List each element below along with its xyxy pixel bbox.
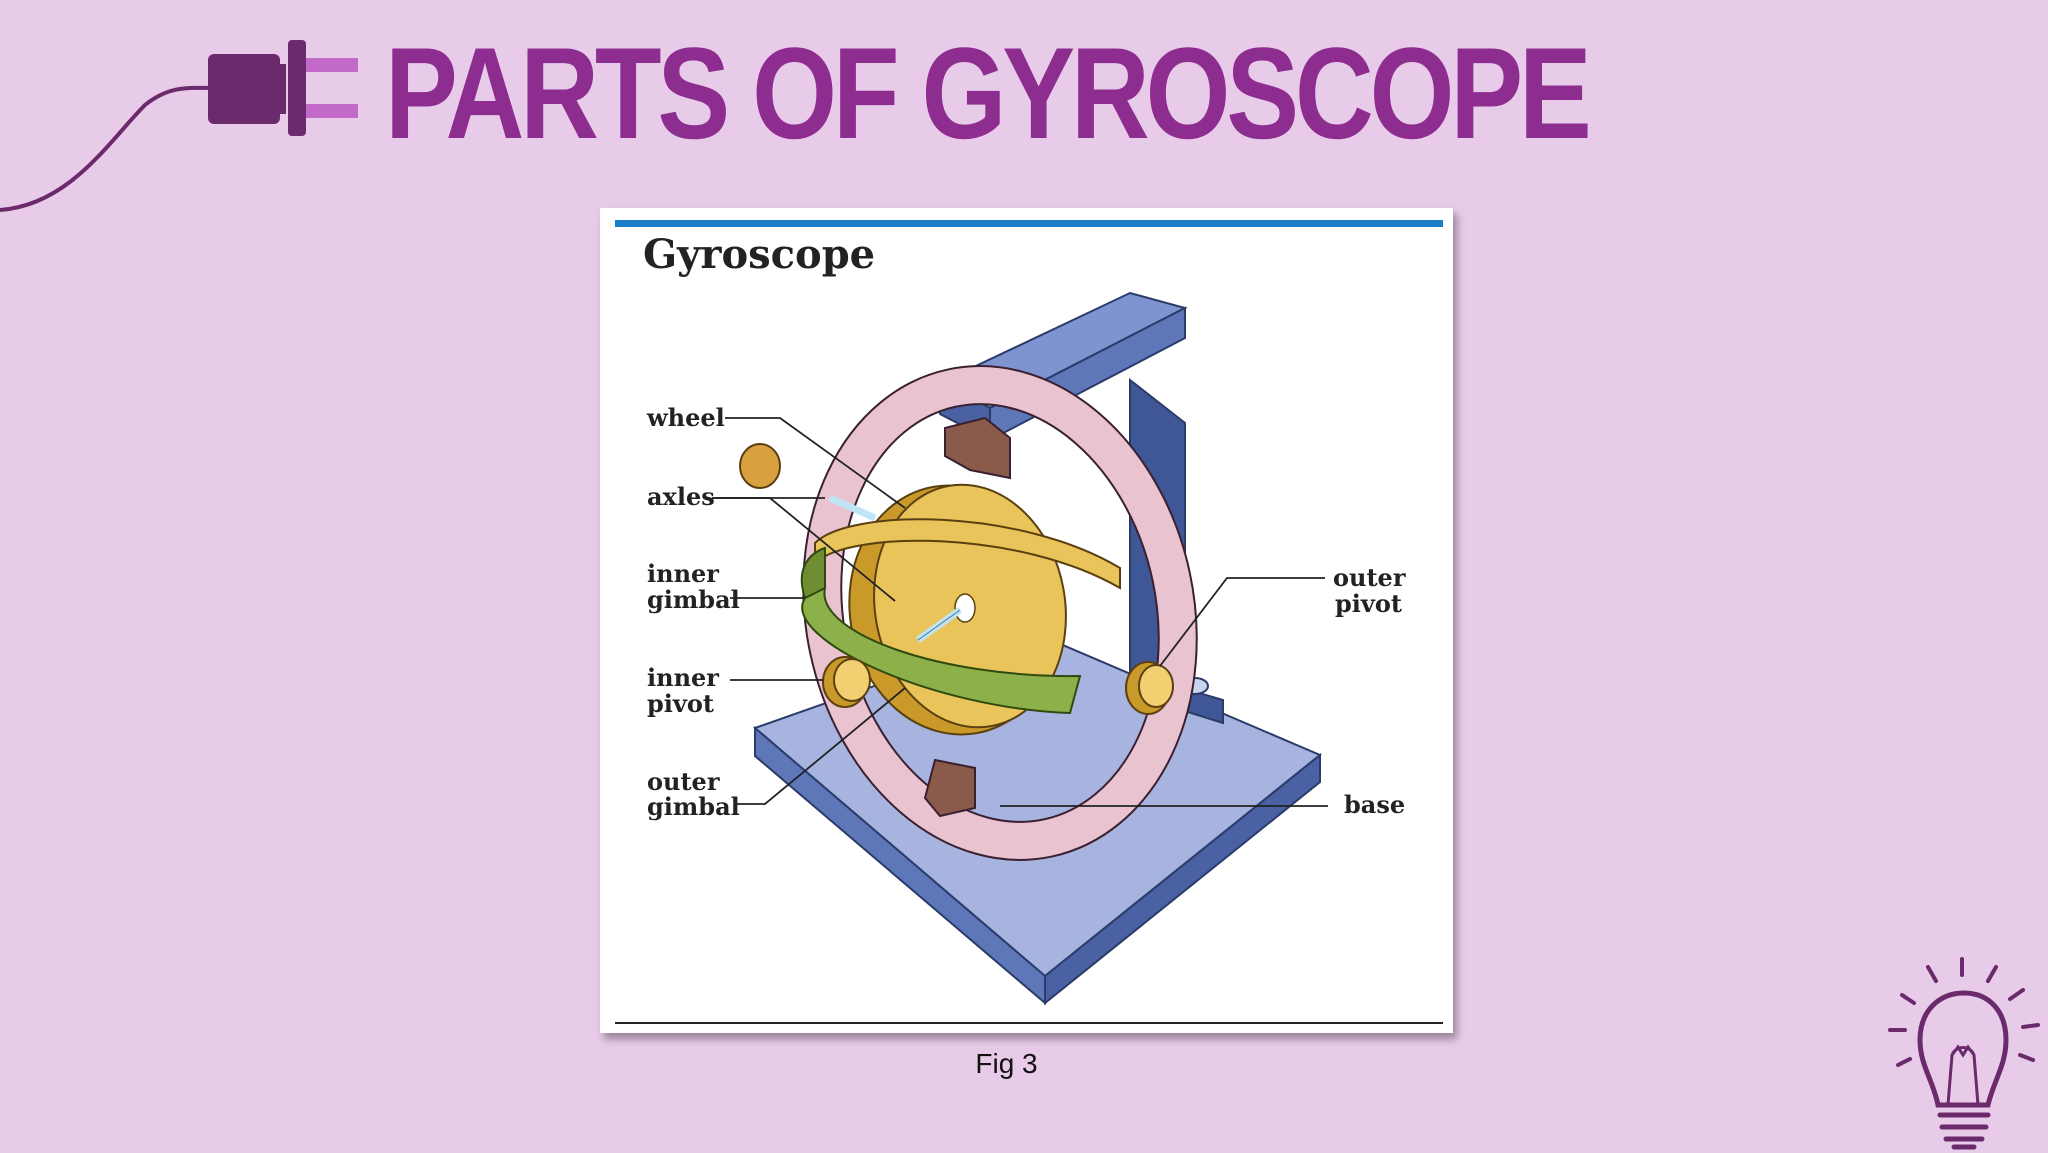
- label-outer-pivot-line2: pivot: [1335, 589, 1402, 618]
- page-title: PARTS OF GYROSCOPE: [385, 20, 1592, 166]
- label-base: base: [1344, 790, 1405, 819]
- figure-card: Gyroscope: [600, 208, 1453, 1033]
- gyroscope-diagram: Gyroscope: [615, 220, 1443, 1024]
- lightbulb-icon: [1888, 957, 2040, 1150]
- inner-pivot: [739, 443, 871, 708]
- leader-lines: [712, 417, 1328, 807]
- bottom-rule: [615, 1022, 1443, 1024]
- label-inner-gimbal-line2: gimbal: [647, 585, 740, 614]
- label-outer-gimbal-line2: gimbal: [647, 792, 740, 821]
- plug-icon: [0, 40, 358, 212]
- label-inner-pivot-line1: inner: [647, 663, 719, 692]
- label-inner-gimbal-line1: inner: [647, 559, 719, 588]
- label-outer-pivot-line1: outer: [1333, 563, 1406, 592]
- diagram-title: Gyroscope: [643, 231, 875, 278]
- figure-caption: Fig 3: [975, 1048, 1038, 1079]
- outer-gimbal: [802, 365, 1198, 861]
- axle-front-outline: [917, 609, 961, 641]
- inner-gimbal: [800, 518, 1121, 715]
- label-outer-gimbal-line1: outer: [647, 767, 720, 796]
- axle-back: [828, 494, 877, 522]
- label-axles: axles: [647, 482, 715, 511]
- label-wheel: wheel: [646, 403, 725, 432]
- outer-pivot: [1125, 661, 1174, 715]
- label-inner-pivot-line2: pivot: [647, 689, 714, 718]
- top-rule: [615, 220, 1443, 227]
